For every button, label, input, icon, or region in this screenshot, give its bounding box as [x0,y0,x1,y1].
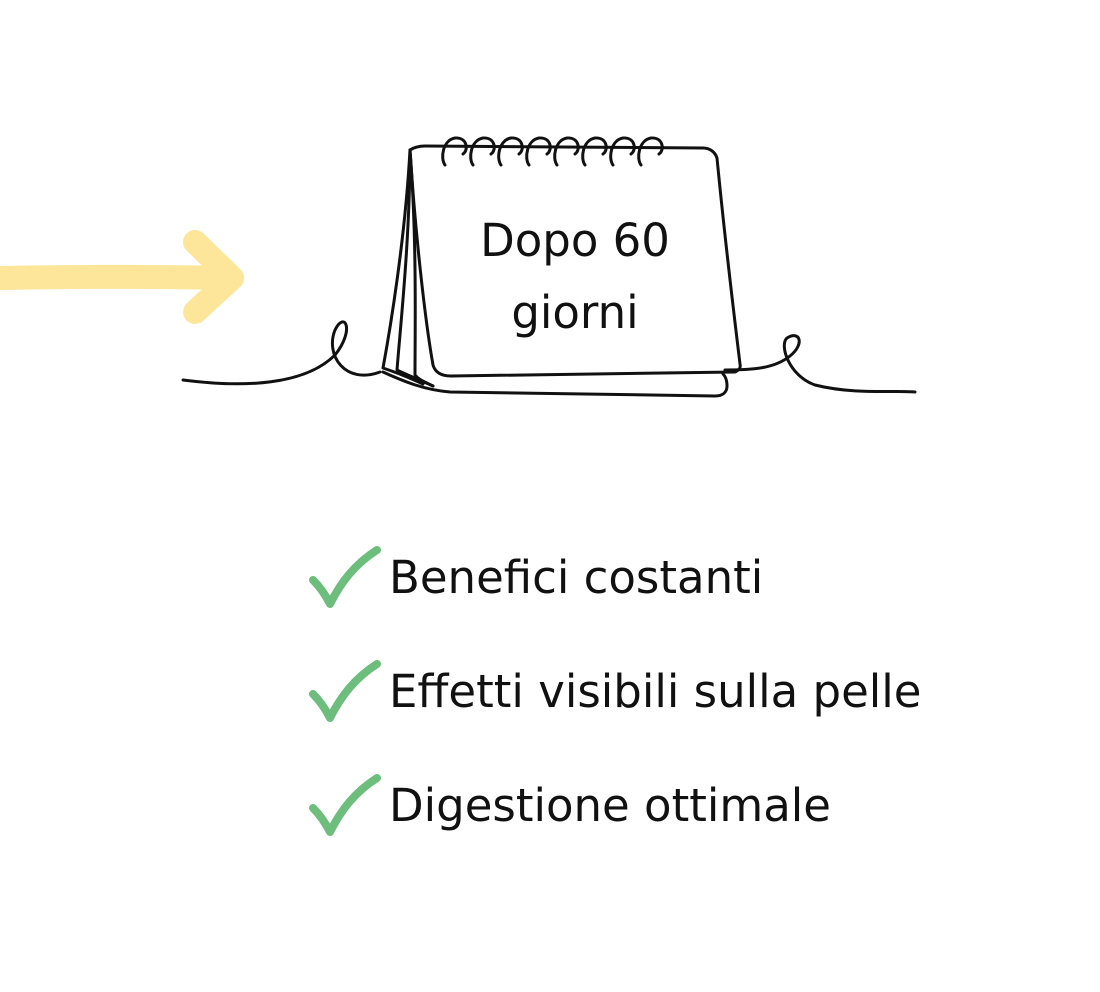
arrow-right-icon [0,230,244,324]
benefit-item: Effetti visibili sulla pelle [305,634,1005,748]
benefit-item: Digestione ottimale [305,748,1005,862]
benefit-label: Benefici costanti [389,550,764,604]
calendar-title: Dopo 60 giorni [480,214,670,339]
benefit-label: Effetti visibili sulla pelle [389,664,922,718]
check-icon [309,546,381,608]
check-icon [309,660,381,722]
benefit-label: Digestione ottimale [389,778,831,832]
check-icon [309,774,381,836]
benefit-item: Benefici costanti [305,520,1005,634]
desk-calendar-icon [181,136,917,398]
benefits-list: Benefici costanti Effetti visibili sulla… [305,520,1005,862]
